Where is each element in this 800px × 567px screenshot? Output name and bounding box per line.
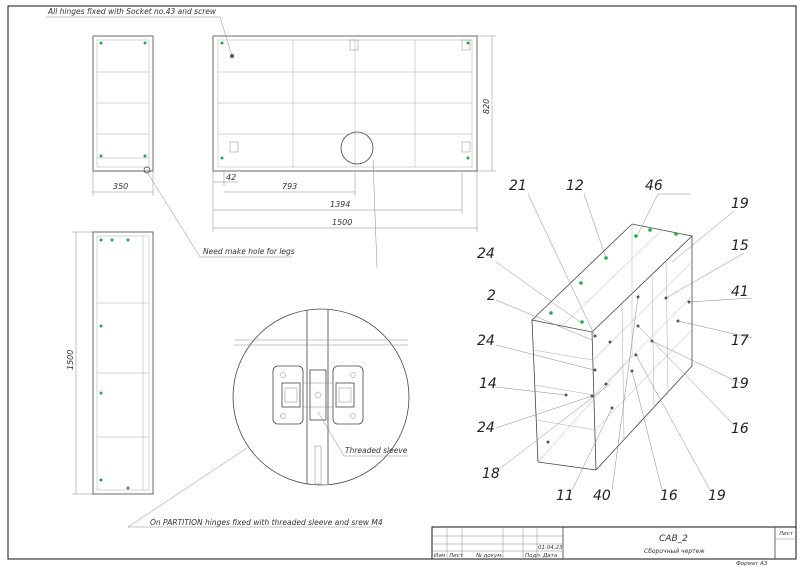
callouts: 21 12 46 19 24 15 2 41 17 24 19 14 24 16… <box>477 178 749 504</box>
dim-offset-42: 42 <box>226 173 236 182</box>
tb-name: Сборочный чертеж <box>644 548 705 555</box>
tb-col-izm: Изм <box>434 553 445 559</box>
callout-18: 18 <box>482 466 500 482</box>
callout-12: 12 <box>566 178 584 194</box>
note-legs-hole: Need make hole for legs <box>203 247 295 256</box>
callout-24-top: 24 <box>477 246 495 262</box>
dim-side-width: 350 <box>113 182 128 191</box>
callout-41: 41 <box>731 284 749 300</box>
tb-code: CAB_2 <box>659 534 688 544</box>
dim-1500-bottom: 1500 <box>332 218 352 227</box>
tb-format: Формат A3 <box>736 561 768 567</box>
callout-14: 14 <box>479 376 497 392</box>
isometric-view <box>495 193 753 491</box>
note-hinges-socket: All hinges fixed with Socket no.43 and s… <box>47 7 217 16</box>
callout-40: 40 <box>593 488 611 504</box>
dim-793: 793 <box>282 182 297 191</box>
callout-2: 2 <box>487 288 496 304</box>
side-view: 350 <box>92 35 154 196</box>
callout-16-right: 16 <box>731 421 749 437</box>
callout-15: 15 <box>731 238 749 254</box>
callout-19-mid: 19 <box>731 376 749 392</box>
callout-17: 17 <box>731 333 749 349</box>
plan-view: 1500 <box>66 231 154 495</box>
sheet-border <box>7 5 797 560</box>
callout-46: 46 <box>645 178 663 194</box>
hinge-detail-view: On PARTITION hinges fixed with threaded … <box>127 159 410 528</box>
title-block: Изм Лист № докум. Подп. Дата 01.04.23 CA… <box>431 526 797 560</box>
front-view: 820 42 793 1394 1500 <box>212 35 496 232</box>
callout-24-mid: 24 <box>477 333 495 349</box>
callout-11: 11 <box>556 488 574 504</box>
tb-stamp: 01.04.23 <box>538 545 563 551</box>
dim-1500-left: 1500 <box>66 350 75 370</box>
dim-1394: 1394 <box>330 200 350 209</box>
tb-col-sign: Подп. <box>525 553 542 559</box>
callout-24-low: 24 <box>477 420 495 436</box>
tb-col-date: Дата <box>542 553 558 559</box>
note-partition-hinges: On PARTITION hinges fixed with threaded … <box>150 518 383 527</box>
tb-col-docnum: № докум. <box>475 553 503 559</box>
callout-19-bottom: 19 <box>708 488 726 504</box>
callout-16-bottom: 16 <box>660 488 678 504</box>
dim-front-height: 820 <box>482 99 491 114</box>
note-threaded-sleeve: Threaded sleeve <box>345 446 408 455</box>
detail-circle <box>340 131 374 165</box>
callout-19-top: 19 <box>731 196 749 212</box>
tb-sheet-label: Лист <box>778 531 794 537</box>
tb-col-list: Лист <box>448 553 464 559</box>
callout-21: 21 <box>509 178 527 194</box>
